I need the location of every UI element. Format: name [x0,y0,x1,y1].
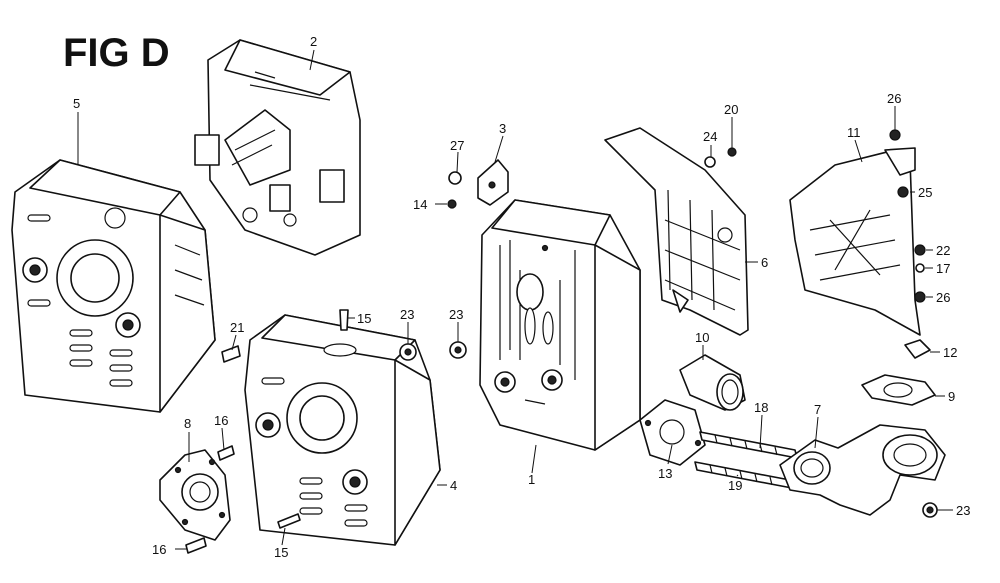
callout-12: 12 [943,345,957,360]
callout-labels: 2 5 3 27 14 20 24 26 11 25 22 17 26 6 12… [73,34,970,560]
part-9-gasket [861,374,936,406]
callout-15-top: 15 [357,311,371,326]
callout-3: 3 [499,121,506,136]
part-1-muffler [479,199,641,451]
callout-6: 6 [761,255,768,270]
callout-7: 7 [814,402,821,417]
callout-19: 19 [728,478,742,493]
part-8-screen-cap [159,449,231,541]
callout-1: 1 [528,472,535,487]
callout-5: 5 [73,96,80,111]
part-13-gasket [639,399,706,466]
callout-4: 4 [450,478,457,493]
part-19-stud [694,461,793,489]
callout-23-right: 23 [956,503,970,518]
part-2-rear-protector [194,39,361,256]
callout-24: 24 [703,129,717,144]
callout-16-lower: 16 [152,542,166,557]
callout-23-left: 23 [400,307,414,322]
callout-23-mid: 23 [449,307,463,322]
callout-15-bottom: 15 [274,545,288,560]
part-12-clip [904,339,931,359]
callout-25: 25 [918,185,932,200]
figure-title: FIG D [63,31,170,75]
part-7-exhaust-pipe [779,424,946,516]
leader-lines [77,49,953,550]
callout-11: 11 [847,125,861,140]
callout-22: 22 [936,243,950,258]
callout-16-upper: 16 [214,413,228,428]
callout-18: 18 [754,400,768,415]
part-5-muffler-protector [11,159,216,413]
callout-2: 2 [310,34,317,49]
part-11-guard-bracket [789,147,921,336]
callout-9: 9 [948,389,955,404]
part-10-spark-arrester [679,354,746,411]
callout-8: 8 [184,416,191,431]
callout-21: 21 [230,320,244,335]
callout-26-lower: 26 [936,290,950,305]
part-4-muffler-cover [244,314,441,546]
callout-13: 13 [658,466,672,481]
part-18-stud [699,431,798,459]
callout-14: 14 [413,197,427,212]
callout-27: 27 [450,138,464,153]
callout-20: 20 [724,102,738,117]
callout-10: 10 [695,330,709,345]
part-3-bracket [477,159,509,206]
callout-26-top: 26 [887,91,901,106]
callout-17: 17 [936,261,950,276]
part-6-heat-shield [604,127,749,336]
